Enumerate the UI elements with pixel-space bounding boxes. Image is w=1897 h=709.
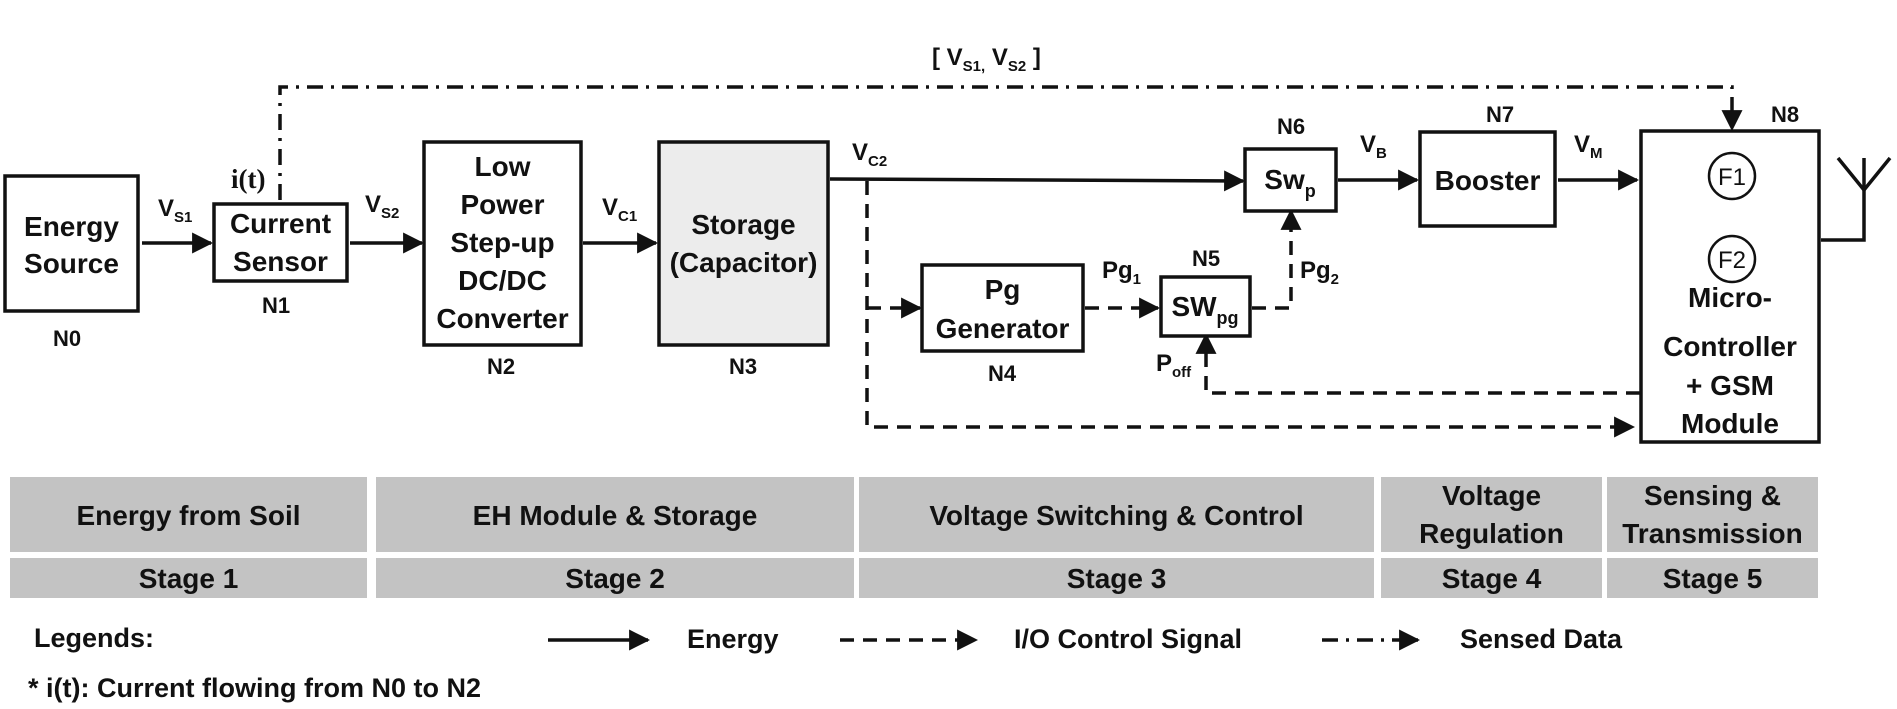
block-n8-line-2: Controller <box>1663 331 1797 362</box>
stage-1-label: Stage 1 <box>139 563 239 594</box>
block-n2-line-4: DC/DC <box>458 265 547 296</box>
control-line-n5-n6 <box>1252 208 1302 310</box>
block-n6: Swp <box>1243 147 1338 213</box>
legend-footnote: * i(t): Current flowing from N0 to N2 <box>28 673 481 703</box>
block-n7: Booster <box>1418 130 1557 228</box>
stage-4-label: Stage 4 <box>1442 563 1542 594</box>
f1-circle <box>1707 151 1757 201</box>
signal-labels: VS1 VS2 VC1 VC2 VB VM Pg1 Pg2 Poff i(t) … <box>158 44 1603 381</box>
block-n2-line-3: Step-up <box>450 227 554 258</box>
block-n3: Storage (Capacitor) <box>657 140 830 347</box>
node-label-n3: N3 <box>729 354 757 379</box>
stage-table: Energy from Soil Stage 1 EH Module & Sto… <box>10 477 1818 598</box>
block-n4: Pg Generator <box>920 263 1085 353</box>
block-n7-line-1: Booster <box>1435 165 1541 196</box>
block-n3-line-1: Storage <box>691 209 795 240</box>
node-label-n1: N1 <box>262 293 290 318</box>
signal-pg2: Pg2 <box>1300 257 1339 288</box>
stage-5-desc-2: Transmission <box>1622 518 1803 549</box>
stage-3: Voltage Switching & Control Stage 3 <box>859 477 1374 598</box>
block-n0: Energy Source <box>3 174 140 313</box>
block-n8-line-4: Module <box>1681 408 1779 439</box>
stage-1: Energy from Soil Stage 1 <box>10 477 367 598</box>
block-n5-label: SWpg <box>1171 291 1238 328</box>
stage-5: Sensing & Transmission Stage 5 <box>1607 477 1818 598</box>
signal-vm: VM <box>1574 131 1603 162</box>
legend: Legends: Energy I/O Control Signal Sense… <box>28 623 1623 703</box>
block-n1-line-2: Sensor <box>233 246 328 277</box>
block-n2-line-2: Power <box>460 189 544 220</box>
stage-2-label: Stage 2 <box>565 563 665 594</box>
signal-pg1: Pg1 <box>1102 257 1141 288</box>
stage-4: Voltage Regulation Stage 4 <box>1381 477 1602 598</box>
stage-3-label: Stage 3 <box>1067 563 1167 594</box>
signal-vc2: VC2 <box>852 139 887 170</box>
node-label-n8: N8 <box>1771 102 1799 127</box>
stage-5-label: Stage 5 <box>1663 563 1763 594</box>
sensed-data-line <box>278 85 1743 200</box>
legend-control-label: I/O Control Signal <box>1014 624 1242 654</box>
energy-line-n3-n6 <box>829 170 1246 192</box>
control-line-n8-n5 <box>1195 332 1640 395</box>
stage-4-desc-1: Voltage <box>1442 480 1541 511</box>
legend-sensed-label: Sensed Data <box>1460 624 1623 654</box>
block-n3-line-2: (Capacitor) <box>670 247 818 278</box>
block-n0-line-2: Source <box>24 248 119 279</box>
stage-4-desc-2: Regulation <box>1419 518 1564 549</box>
signal-poff: Poff <box>1156 350 1192 381</box>
block-n2-line-5: Converter <box>436 303 568 334</box>
block-n4-line-2: Generator <box>936 313 1070 344</box>
stage-5-desc-1: Sensing & <box>1644 480 1781 511</box>
signal-vb: VB <box>1360 131 1387 162</box>
connections <box>142 85 1892 438</box>
block-n0-line-1: Energy <box>24 211 119 242</box>
stage-1-desc: Energy from Soil <box>76 500 300 531</box>
block-n8-line-1: Micro- <box>1688 282 1772 313</box>
block-n2-line-1: Low <box>475 151 531 182</box>
stage-3-desc: Voltage Switching & Control <box>929 500 1303 531</box>
control-line-vc2-n8 <box>865 181 1636 438</box>
f2-circle <box>1707 234 1757 284</box>
block-n8-line-3: + GSM <box>1686 370 1774 401</box>
signal-vs2: VS2 <box>365 191 399 222</box>
block-n8: F1 F2 Micro- Controller + GSM Module <box>1639 129 1821 444</box>
block-n4-line-1: Pg <box>985 274 1021 305</box>
signal-current-it: i(t) <box>231 164 265 194</box>
node-label-n4: N4 <box>988 361 1017 386</box>
block-n6-label: Swp <box>1264 164 1315 201</box>
sensed-data-label: [ VS1, VS2 ] <box>932 44 1041 75</box>
block-n1-line-1: Current <box>230 208 331 239</box>
block-n1: Current Sensor <box>212 202 349 283</box>
node-label-n7: N7 <box>1486 102 1514 127</box>
f2-label: F2 <box>1718 247 1746 274</box>
f1-label: F1 <box>1718 164 1746 191</box>
legend-energy-label: Energy <box>687 624 779 654</box>
legend-title: Legends: <box>34 623 154 653</box>
stage-2: EH Module & Storage Stage 2 <box>376 477 854 598</box>
signal-vs1: VS1 <box>158 195 192 226</box>
antenna-feed <box>1821 188 1866 242</box>
node-label-n0: N0 <box>53 326 81 351</box>
node-label-n6: N6 <box>1277 114 1305 139</box>
node-label-n5: N5 <box>1192 246 1220 271</box>
stage-2-desc: EH Module & Storage <box>473 500 758 531</box>
block-n2: Low Power Step-up DC/DC Converter <box>422 140 583 347</box>
node-label-n2: N2 <box>487 354 515 379</box>
block-n5: SWpg <box>1159 275 1252 338</box>
signal-vc1: VC1 <box>602 194 637 225</box>
